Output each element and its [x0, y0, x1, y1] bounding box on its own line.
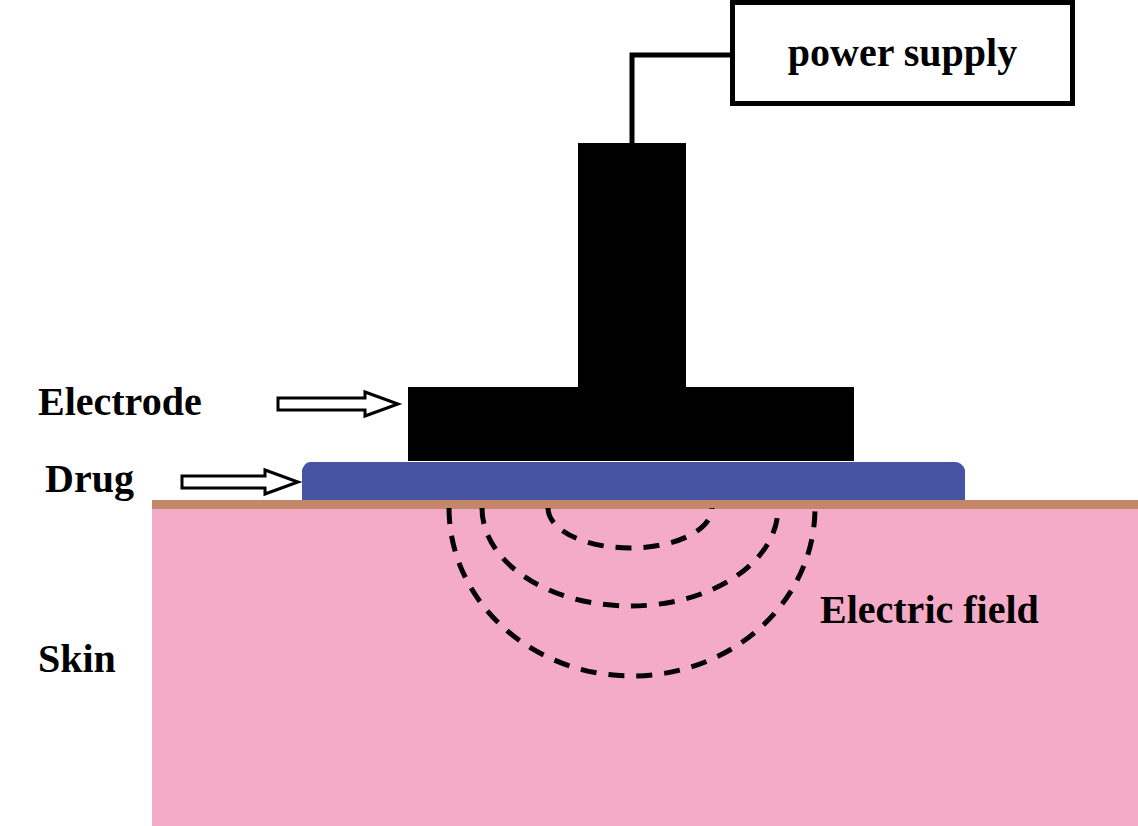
electrode-label: Electrode [38, 380, 202, 424]
skin-surface [152, 500, 1138, 509]
electrode-base [408, 387, 854, 461]
pointer-arrow [182, 470, 298, 494]
skin-label: Skin [38, 637, 116, 681]
electric-field-label: Electric field [820, 588, 1039, 632]
electrode-stem [578, 143, 686, 389]
drug-layer [302, 462, 965, 500]
box-label: power supply [788, 31, 1017, 75]
pointer-arrow [278, 392, 398, 416]
electric-field-lines [449, 508, 815, 676]
drug-label: Drug [45, 457, 134, 501]
supply-wire [632, 55, 732, 145]
skin-tissue [152, 505, 1138, 826]
power-supply-box: power supply [730, 0, 1075, 106]
